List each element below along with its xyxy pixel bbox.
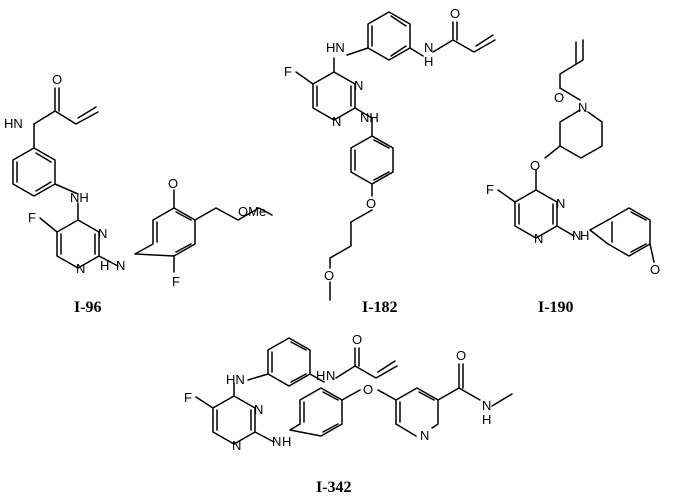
i96-ring-n2: N — [98, 226, 107, 241]
i342-link-n: N — [272, 434, 281, 449]
i96-link-h: H — [100, 258, 109, 273]
i190-link-h: H — [580, 228, 589, 243]
i342-amide-oxygen: O — [352, 332, 362, 347]
i190-acyl-oxygen: O — [554, 90, 564, 105]
i96-amide-nh: HN — [4, 116, 23, 131]
i342-top-nh: HN — [226, 372, 245, 387]
i182-amide-h: H — [424, 54, 433, 69]
i342-carbonyl-oxygen: O — [456, 348, 466, 363]
i342-compound-id: I-342 — [316, 479, 352, 496]
i96-link-n: N — [116, 258, 125, 273]
i96-ring-n1: N — [76, 261, 85, 276]
i190-piperidine-n: N — [578, 100, 587, 115]
i190-fluoro: F — [486, 182, 494, 197]
i342-carboxamide-n: N — [482, 398, 491, 413]
i342-link-h: H — [282, 434, 291, 449]
i96-methoxy: OMe — [238, 204, 266, 219]
i182-amide-n: N — [424, 40, 433, 55]
i342-ether-oxygen: O — [363, 382, 373, 397]
i182-ether-oxygen-2: O — [324, 268, 334, 283]
compound-i-190: O N O F N N N H O I-190 — [486, 40, 660, 316]
i182-top-nh: HN — [326, 40, 345, 55]
compound-i-96: HN O NH F N N N H O F OMe I-96 — [4, 72, 272, 316]
i96-fluoro: F — [28, 210, 36, 225]
i182-fluoro: F — [284, 64, 292, 79]
i182-link-nh: NH — [360, 110, 379, 125]
i190-ring-n1: N — [534, 231, 543, 246]
i96-compound-id: I-96 — [74, 299, 102, 316]
i182-amide-oxygen: O — [450, 6, 460, 21]
i342-fluoro: F — [184, 390, 192, 405]
i190-methoxy-oxygen: O — [650, 262, 660, 277]
i190-ring-oxygen: O — [530, 158, 540, 173]
i182-ring-n2: N — [354, 78, 363, 93]
i182-ether-oxygen: O — [366, 196, 376, 211]
compound-i-342: HN N H O F N N N H O N O N H I-342 — [184, 332, 512, 496]
i190-compound-id: I-190 — [538, 299, 574, 316]
i190-ring-n2: N — [556, 196, 565, 211]
i342-ring-n2: N — [254, 402, 263, 417]
i96-amide-oxygen: O — [52, 72, 62, 87]
i342-ring-n1: N — [232, 438, 241, 453]
i342-amide-n: N — [326, 368, 335, 383]
i342-carboxamide-h: H — [482, 412, 491, 427]
i342-pyridine-n: N — [420, 428, 429, 443]
i96-aryl-fluoro: F — [172, 274, 180, 289]
i342-amide-h: H — [316, 368, 325, 383]
i96-anilino-nh: NH — [70, 190, 89, 205]
i96-ether-oxygen: O — [168, 176, 178, 191]
i182-compound-id: I-182 — [362, 299, 398, 316]
compound-i-182: HN N H O F N N NH O O I-182 — [284, 6, 495, 316]
i182-ring-n1: N — [332, 114, 341, 129]
